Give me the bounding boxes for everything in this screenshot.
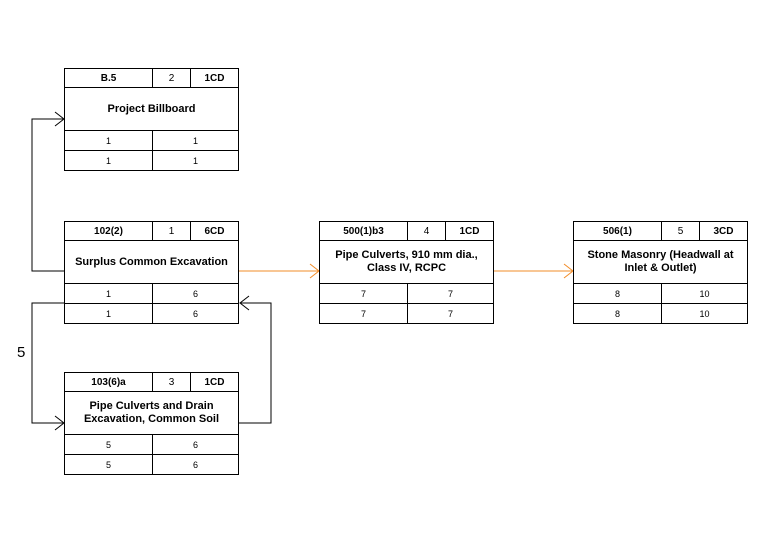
activity-title: Stone Masonry (Headwall at Inlet & Outle… bbox=[574, 241, 747, 284]
start-row: 8 10 bbox=[574, 284, 747, 303]
start-row: 5 6 bbox=[65, 435, 238, 454]
activity-node-506-1[interactable]: 506(1) 5 3CD Stone Masonry (Headwall at … bbox=[573, 221, 748, 324]
node-header: 506(1) 5 3CD bbox=[574, 222, 747, 241]
early-finish: 7 bbox=[447, 288, 453, 299]
activity-title: Project Billboard bbox=[65, 88, 238, 131]
late-finish: 1 bbox=[192, 155, 198, 166]
early-start: 5 bbox=[65, 435, 153, 454]
early-finish: 6 bbox=[192, 288, 198, 299]
late-start: 1 bbox=[65, 151, 153, 170]
late-start: 7 bbox=[320, 304, 408, 323]
activity-sequence: 3 bbox=[153, 373, 191, 391]
activity-node-500-1b3[interactable]: 500(1)b3 4 1CD Pipe Culverts, 910 mm dia… bbox=[319, 221, 494, 324]
activity-code: 103(6)a bbox=[65, 373, 153, 391]
start-row: 7 7 bbox=[320, 284, 493, 303]
arrowhead-to-102-2 bbox=[239, 295, 250, 311]
start-row: 1 6 bbox=[65, 284, 238, 303]
early-finish: 10 bbox=[699, 288, 710, 299]
late-finish: 10 bbox=[699, 308, 710, 319]
activity-title: Pipe Culverts, 910 mm dia., Class IV, RC… bbox=[320, 241, 493, 284]
link-103-6a-to-102-2 bbox=[239, 302, 272, 424]
start-row: 1 1 bbox=[65, 131, 238, 150]
activity-sequence: 2 bbox=[153, 69, 191, 87]
early-finish: 6 bbox=[192, 439, 198, 450]
early-start: 1 bbox=[65, 131, 153, 150]
node-header: 102(2) 1 6CD bbox=[65, 222, 238, 241]
finish-row: 8 10 bbox=[574, 303, 747, 323]
activity-node-b5[interactable]: B.5 2 1CD Project Billboard 1 1 1 1 bbox=[64, 68, 239, 171]
finish-row: 1 1 bbox=[65, 150, 238, 170]
link-102-2-to-b5 bbox=[31, 118, 65, 272]
late-finish: 7 bbox=[447, 308, 453, 319]
activity-sequence: 1 bbox=[153, 222, 191, 240]
activity-sequence: 5 bbox=[662, 222, 700, 240]
late-start: 8 bbox=[574, 304, 662, 323]
early-start: 8 bbox=[574, 284, 662, 303]
node-header: 103(6)a 3 1CD bbox=[65, 373, 238, 392]
node-header: 500(1)b3 4 1CD bbox=[320, 222, 493, 241]
finish-row: 1 6 bbox=[65, 303, 238, 323]
activity-code: 506(1) bbox=[574, 222, 662, 240]
early-finish: 1 bbox=[192, 135, 198, 146]
activity-sequence: 4 bbox=[408, 222, 446, 240]
early-start: 1 bbox=[65, 284, 153, 303]
late-start: 5 bbox=[65, 455, 153, 474]
late-finish: 6 bbox=[192, 308, 198, 319]
activity-node-103-6a[interactable]: 103(6)a 3 1CD Pipe Culverts and Drain Ex… bbox=[64, 372, 239, 475]
activity-duration: 1CD bbox=[204, 376, 225, 388]
early-start: 7 bbox=[320, 284, 408, 303]
link-102-2-to-103-6a bbox=[31, 302, 65, 424]
late-finish: 6 bbox=[192, 459, 198, 470]
finish-row: 7 7 bbox=[320, 303, 493, 323]
activity-code: 102(2) bbox=[65, 222, 153, 240]
lag-label: 5 bbox=[17, 344, 26, 361]
activity-code: B.5 bbox=[65, 69, 153, 87]
activity-duration: 1CD bbox=[459, 225, 480, 237]
node-header: B.5 2 1CD bbox=[65, 69, 238, 88]
activity-duration: 6CD bbox=[204, 225, 225, 237]
activity-title: Pipe Culverts and Drain Excavation, Comm… bbox=[65, 392, 238, 435]
activity-duration: 3CD bbox=[713, 225, 734, 237]
finish-row: 5 6 bbox=[65, 454, 238, 474]
late-start: 1 bbox=[65, 304, 153, 323]
activity-code: 500(1)b3 bbox=[320, 222, 408, 240]
activity-duration: 1CD bbox=[204, 72, 225, 84]
activity-title: Surplus Common Excavation bbox=[65, 241, 238, 284]
activity-node-102-2[interactable]: 102(2) 1 6CD Surplus Common Excavation 1… bbox=[64, 221, 239, 324]
